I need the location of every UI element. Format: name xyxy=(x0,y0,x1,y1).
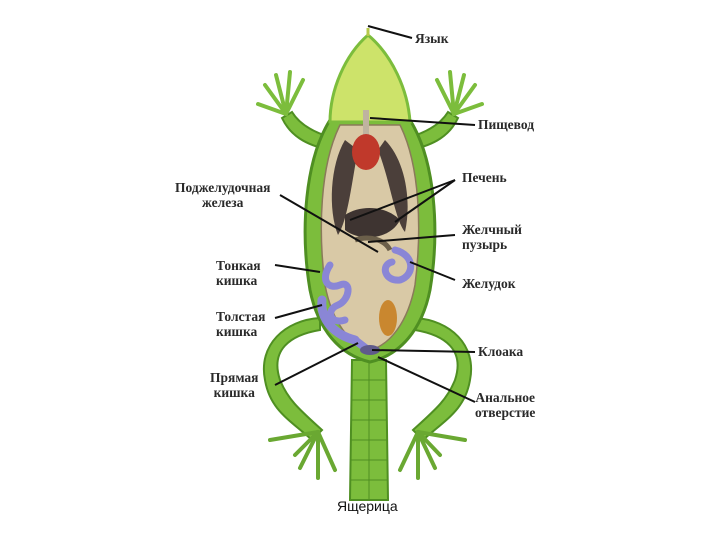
pointer-tongue xyxy=(367,25,413,39)
label-rectum: Прямая кишка xyxy=(210,370,259,400)
pointer-stomach xyxy=(409,261,456,281)
label-small-intestine: Тонкая кишка xyxy=(216,258,261,288)
label-esophagus: Пищевод xyxy=(478,117,535,132)
heart xyxy=(352,134,380,170)
hind-foot-left xyxy=(268,430,337,480)
pointer-cloaca xyxy=(371,349,476,353)
cloaca xyxy=(360,345,380,355)
pancreas xyxy=(354,235,393,252)
pointer-rectum xyxy=(274,342,359,386)
label-cloaca: Клоака xyxy=(478,344,524,359)
pointer-large-intestine xyxy=(274,304,323,319)
label-stomach: Желудок xyxy=(462,276,516,291)
label-tongue: Язык xyxy=(415,31,449,46)
pointer-liver-2 xyxy=(394,179,456,223)
label-large-intestine: Толстая кишка xyxy=(216,309,266,339)
stomach xyxy=(381,246,415,284)
label-anus: Анальное отверстие xyxy=(475,390,536,420)
gallbladder xyxy=(379,300,397,336)
pointer-gallbladder xyxy=(367,234,456,243)
pointer-pancreas xyxy=(279,194,379,253)
pointer-small-intestine xyxy=(274,264,321,273)
hind-leg-right xyxy=(411,316,473,442)
hind-foot-right xyxy=(398,430,467,480)
pointer-anus xyxy=(377,356,476,403)
pointer-liver-1 xyxy=(349,179,456,221)
label-gallbladder: Желчный пузырь xyxy=(462,222,522,252)
head xyxy=(328,33,412,124)
liver-left-lobe xyxy=(331,140,358,235)
small-intestine xyxy=(322,261,352,325)
liver-right-lobe xyxy=(378,140,408,232)
liver-center xyxy=(345,208,400,238)
label-pancreas: Поджелудочная железа xyxy=(175,180,271,210)
large-intestine xyxy=(317,295,360,345)
pointer-esophagus xyxy=(369,117,476,126)
caption: Ящерица xyxy=(337,498,398,514)
hind-leg-left xyxy=(262,316,324,442)
fore-foot-right xyxy=(435,70,484,116)
fore-foot-left xyxy=(256,70,305,116)
label-liver: Печень xyxy=(462,170,507,185)
